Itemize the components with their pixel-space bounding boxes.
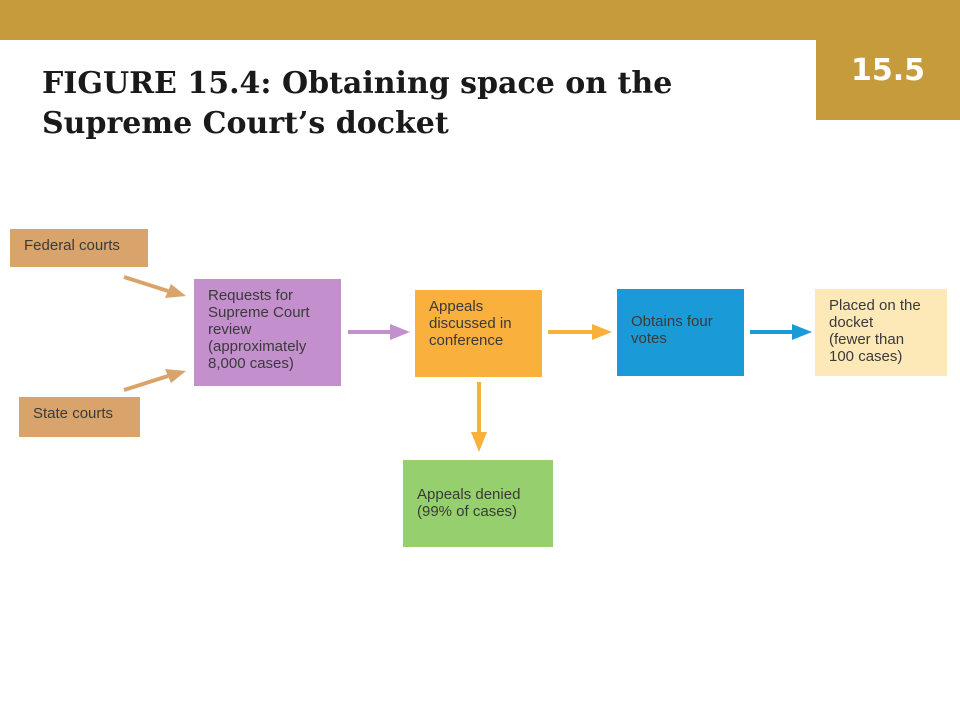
federal-courts-box: Federal courts [10, 229, 148, 267]
section-number-badge: 15.5 [816, 40, 960, 120]
docket-line-4: 100 cases) [829, 348, 903, 365]
discussed-line-3: conference [429, 332, 504, 349]
requests-line-4: (approximately [208, 338, 307, 355]
requests-line-1: Requests for [208, 287, 294, 304]
top-accent-band [0, 0, 960, 40]
docket-line-2: docket [829, 314, 874, 331]
requests-line-2: Supreme Court [208, 304, 310, 321]
federal-courts-label: Federal courts [24, 237, 120, 254]
arrow-discussed-to-votes [548, 324, 612, 340]
placed-on-docket-box: Placed on the docket (fewer than 100 cas… [815, 289, 947, 376]
discussed-line-1: Appeals [429, 298, 484, 315]
appeals-denied-box: Appeals denied (99% of cases) [403, 460, 553, 547]
votes-line-1: Obtains four [631, 313, 713, 330]
arrow-votes-to-docket [750, 324, 812, 340]
state-courts-box: State courts [19, 397, 140, 437]
requests-box: Requests for Supreme Court review (appro… [194, 279, 341, 386]
requests-line-5: 8,000 cases) [208, 355, 294, 372]
votes-line-2: votes [631, 330, 667, 347]
title-line-2: Supreme Court’s docket [42, 106, 449, 141]
denied-line-1: Appeals denied [417, 486, 521, 503]
title-line-1: FIGURE 15.4: Obtaining space on the [42, 66, 673, 101]
arrow-discussed-to-denied [471, 382, 487, 452]
denied-line-2: (99% of cases) [417, 503, 518, 520]
appeals-discussed-box: Appeals discussed in conference [415, 290, 542, 377]
slide-title: FIGURE 15.4: Obtaining space on the Supr… [42, 64, 802, 144]
requests-line-3: review [208, 321, 252, 338]
arrow-federal-to-requests [123, 275, 186, 298]
docket-line-1: Placed on the [829, 297, 921, 314]
docket-line-3: (fewer than [829, 331, 905, 348]
discussed-line-2: discussed in [429, 315, 512, 332]
arrow-requests-to-discussed [348, 324, 410, 340]
state-courts-label: State courts [33, 405, 114, 422]
obtains-votes-box: Obtains four votes [617, 289, 744, 376]
arrow-state-to-requests [123, 369, 186, 392]
